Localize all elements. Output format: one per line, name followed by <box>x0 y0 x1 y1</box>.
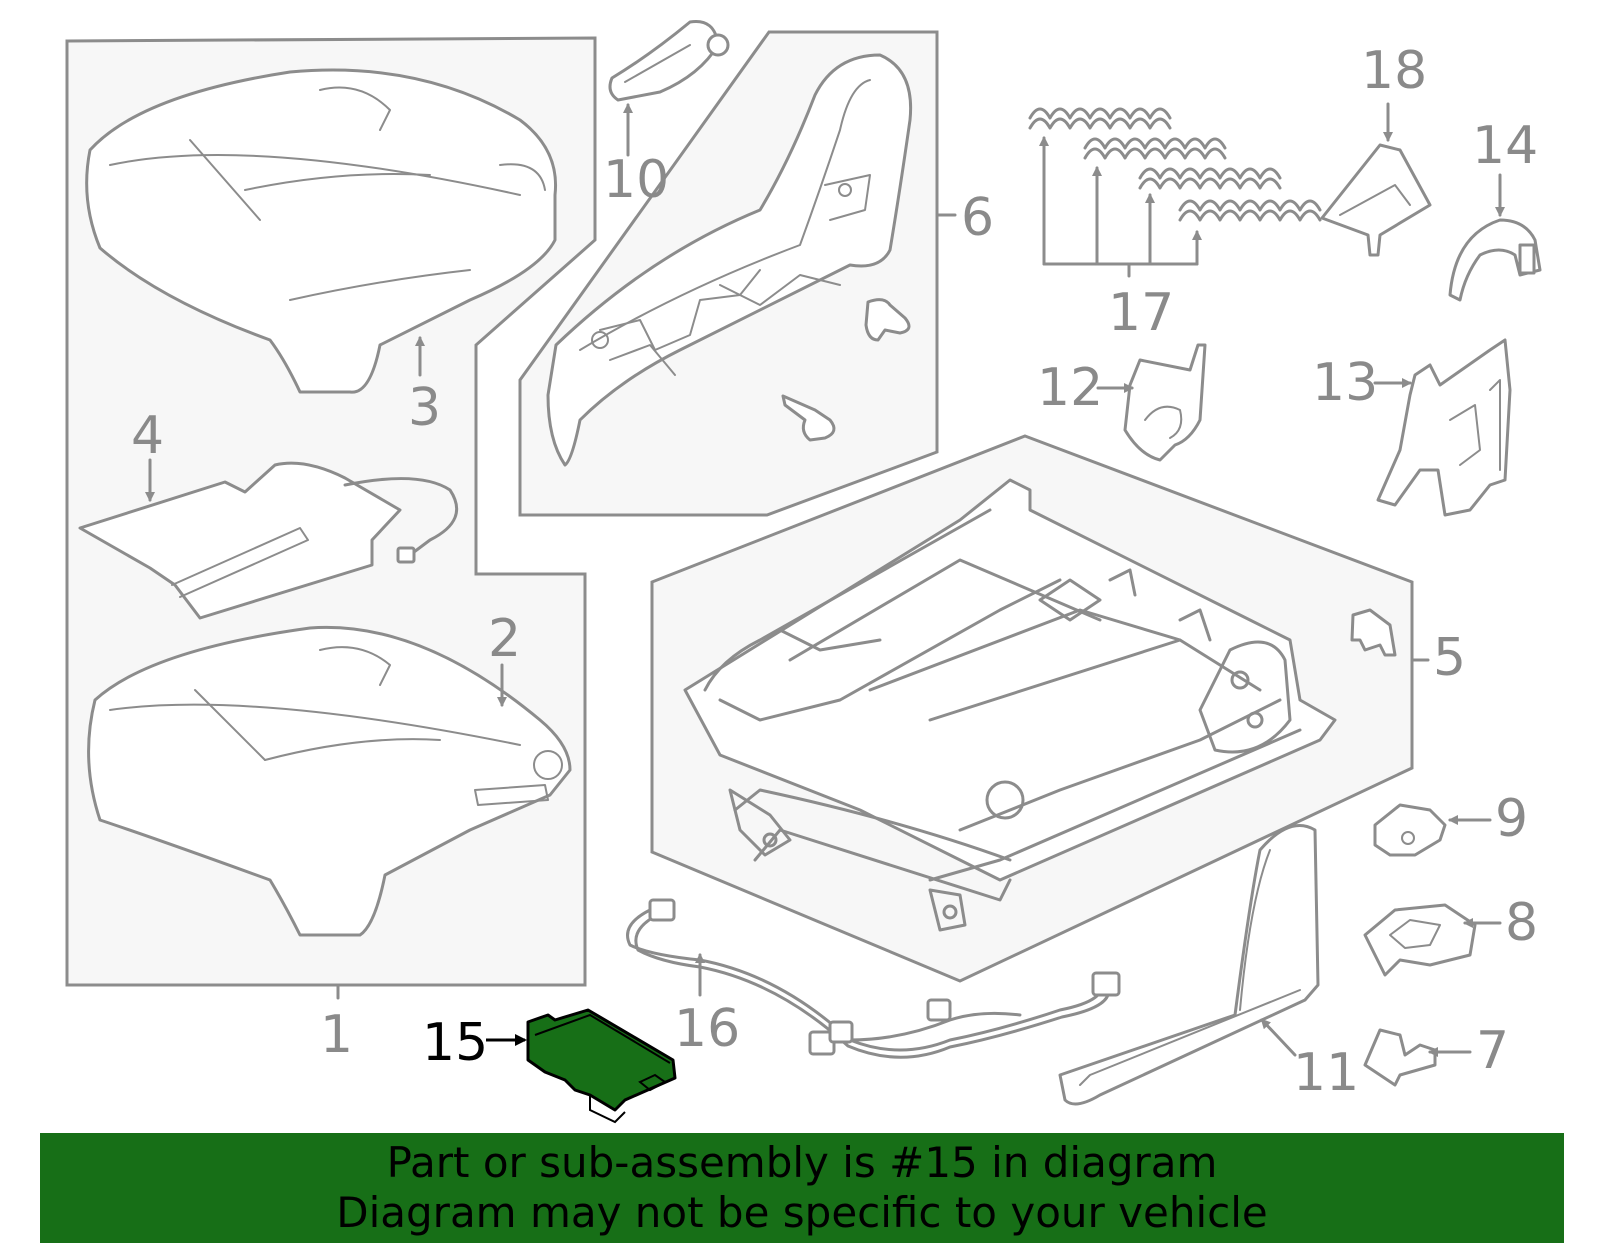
callout-18: 18 <box>1361 41 1427 101</box>
leader-lines <box>145 102 1505 1057</box>
callout-1: 1 <box>320 1005 353 1065</box>
part-6-side-shield[interactable] <box>546 53 913 467</box>
part-2-cushion-pad[interactable] <box>87 625 572 937</box>
part-10-trim[interactable] <box>608 19 730 102</box>
part-13-bracket[interactable] <box>1376 338 1512 517</box>
callout-16: 16 <box>674 999 740 1059</box>
callout-6: 6 <box>961 188 994 248</box>
part-18-bracket[interactable] <box>1320 143 1432 257</box>
callout-14: 14 <box>1472 116 1538 176</box>
part-8-cover[interactable] <box>1363 903 1477 977</box>
part-4-heater-pad[interactable] <box>78 461 459 620</box>
callout-10: 10 <box>603 150 669 210</box>
callout-12: 12 <box>1037 358 1103 418</box>
callout-11: 11 <box>1293 1043 1359 1103</box>
part-12-bracket[interactable] <box>1123 343 1207 462</box>
callout-5: 5 <box>1433 628 1466 688</box>
callout-4: 4 <box>131 406 164 466</box>
part-5-clip <box>1350 608 1397 657</box>
callout-8: 8 <box>1505 893 1538 953</box>
part-11-side-trim[interactable] <box>1058 824 1320 1106</box>
banner-line-disclaimer: Diagram may not be specific to your vehi… <box>336 1188 1268 1237</box>
part-info-banner: Part or sub-assembly is #15 in diagram D… <box>40 1133 1564 1243</box>
part-5-seat-frame[interactable] <box>683 478 1337 932</box>
callout-7: 7 <box>1476 1021 1509 1081</box>
part-16-harness[interactable] <box>626 898 1121 1059</box>
part-17-springs[interactable] <box>1028 107 1322 278</box>
callout-13: 13 <box>1312 353 1378 413</box>
callout-17: 17 <box>1108 283 1174 343</box>
callout-9: 9 <box>1495 789 1528 849</box>
callout-2: 2 <box>488 609 521 669</box>
part-3-cushion-cover[interactable] <box>85 68 558 394</box>
part-14-clip[interactable] <box>1448 218 1542 302</box>
part-9-cap[interactable] <box>1373 803 1447 857</box>
part-6-bolt <box>781 298 911 442</box>
callout-15: 15 <box>422 1013 488 1073</box>
callout-3: 3 <box>408 378 441 438</box>
banner-line-part: Part or sub-assembly is #15 in diagram <box>386 1138 1218 1187</box>
part-15-control-module[interactable] <box>526 1008 677 1124</box>
callout-labels: 1 2 3 4 5 6 7 8 9 10 11 12 13 14 15 16 1… <box>131 41 1538 1103</box>
part-7-clip[interactable] <box>1363 1028 1437 1087</box>
